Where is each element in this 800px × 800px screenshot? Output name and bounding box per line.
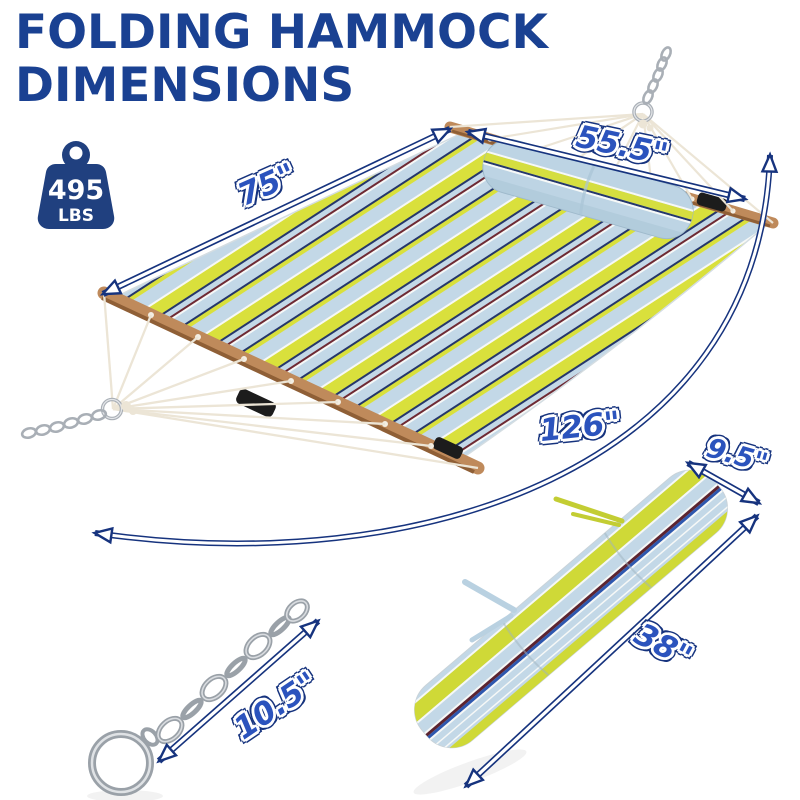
dimension-arrows: [91, 126, 779, 789]
page-title: FOLDING HAMMOCK DIMENSIONS: [15, 6, 548, 112]
title-line-2: DIMENSIONS: [15, 58, 355, 113]
total-length-arc-arrow: [91, 151, 779, 547]
weight-unit: LBS: [58, 206, 94, 226]
roll-shadow: [413, 749, 527, 795]
chain-length-arrow: [156, 618, 321, 764]
weight-value: 495: [48, 175, 104, 206]
foot-hanging-chain: [20, 408, 108, 440]
folded-width-arrow: [684, 460, 763, 506]
head-hanging-chain: [642, 46, 672, 105]
weight-capacity-badge: 495 LBS: [37, 141, 115, 229]
folded-length-arrow: [463, 513, 760, 789]
title-line-1: FOLDING HAMMOCK: [15, 5, 548, 60]
tie-blue: [462, 579, 517, 613]
